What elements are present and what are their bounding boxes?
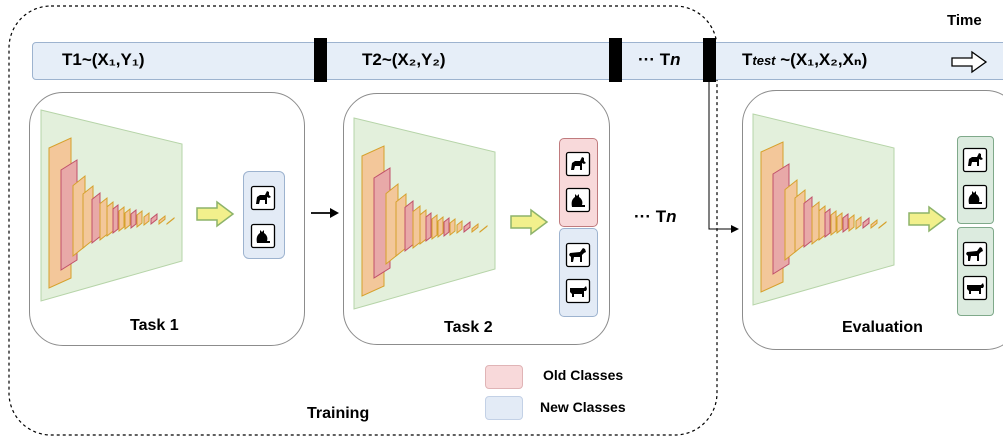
- feature-map-layer: [456, 219, 463, 235]
- feature-map-layer: [136, 209, 143, 229]
- evaluation-class-box-lower: [957, 227, 994, 316]
- timeline-separator-3: [703, 38, 716, 82]
- timeline-t2-label: T2~(X₂,Y₂): [362, 50, 446, 69]
- task2-dog-icon: [565, 151, 591, 177]
- training-label: Training: [307, 405, 370, 422]
- feature-map-layer: [404, 199, 414, 253]
- tn-italic: n: [670, 50, 681, 69]
- feature-map-layer: [848, 213, 855, 233]
- task2-cow-icon: [565, 278, 591, 304]
- ttest-suffix: ~(X₁,X₂,Xₙ): [780, 50, 868, 69]
- feature-map-layer: [878, 220, 887, 230]
- feature-map-layer: [855, 215, 862, 231]
- feature-map-layer: [99, 196, 108, 242]
- ttest-letter: T: [742, 50, 753, 69]
- feature-map-layer: [158, 214, 166, 226]
- feature-map-layer: [471, 222, 479, 234]
- task2-network-icon: [353, 117, 496, 310]
- evaluation-network-icon: [752, 113, 895, 306]
- evaluation-arrow-icon: [908, 205, 947, 233]
- feature-map-layer: [862, 216, 870, 230]
- timeline-t1-label: T1~(X₁,Y₁): [62, 50, 145, 69]
- evaluation-cow-icon: [962, 275, 988, 301]
- task1-network-icon: [40, 109, 183, 302]
- task1-label: Task 1: [130, 317, 179, 334]
- ttest-subscript: test: [752, 53, 776, 68]
- task2-cat-icon: [565, 187, 591, 213]
- feature-map-layer: [425, 211, 432, 243]
- timeline-separator-2: [609, 38, 622, 82]
- timeline-tn-label: ··· Tn: [638, 50, 681, 70]
- between-tn-italic: n: [666, 207, 677, 226]
- between-tn-label: ··· Tn: [634, 207, 677, 227]
- between-tn-letter: T: [655, 207, 667, 226]
- evaluation-label: Evaluation: [842, 319, 923, 336]
- task2-label: Task 2: [444, 319, 493, 336]
- time-arrow-icon: [951, 50, 988, 74]
- feature-map-layer: [830, 209, 837, 237]
- feature-map-layer: [479, 224, 488, 234]
- tn-letter: T: [659, 50, 671, 69]
- task2-new-class-box: [559, 228, 598, 317]
- feature-map-layer: [811, 200, 820, 246]
- feature-map-layer: [143, 211, 150, 227]
- task1-arrow-icon: [196, 200, 235, 228]
- feature-map-layer: [842, 212, 849, 234]
- feature-map-layer: [118, 205, 125, 233]
- tn-ellipsis: ···: [638, 50, 655, 69]
- between-ellipsis: ···: [634, 207, 651, 226]
- legend-old-label: Old Classes: [543, 367, 624, 383]
- timeline-ttest-label: Ttest ~(X₁,X₂,Xₙ): [742, 50, 867, 70]
- feature-map-layer: [449, 217, 456, 237]
- feature-map-layer: [431, 213, 438, 241]
- feature-map-layer: [443, 216, 450, 238]
- feature-map-layer: [824, 207, 831, 239]
- evaluation-cat-icon: [962, 184, 988, 210]
- task1-cat-icon: [250, 223, 276, 249]
- feature-map-layer: [818, 204, 826, 242]
- feature-map-layer: [91, 191, 101, 245]
- task2-arrow-icon: [510, 208, 549, 236]
- legend-new-swatch: [485, 396, 523, 420]
- feature-map-layer: [124, 207, 131, 231]
- feature-map-layer: [803, 195, 813, 249]
- legend-new-label: New Classes: [540, 399, 626, 415]
- feature-map-layer: [130, 208, 137, 230]
- feature-map-layer: [166, 216, 175, 226]
- task2-horse-icon: [565, 242, 591, 268]
- feature-map-layer: [150, 212, 158, 226]
- feature-map-layer: [836, 211, 843, 235]
- feature-map-layer: [870, 218, 878, 230]
- feature-map-layer: [419, 208, 427, 246]
- evaluation-dog-icon: [962, 147, 988, 173]
- feature-map-layer: [112, 203, 119, 235]
- feature-map-layer: [437, 215, 444, 239]
- evaluation-horse-icon: [962, 241, 988, 267]
- task1-dog-icon: [250, 185, 276, 211]
- feature-map-layer: [106, 200, 114, 238]
- legend-old-swatch: [485, 365, 523, 389]
- timeline-separator-1: [314, 38, 327, 82]
- time-label: Time: [947, 12, 982, 29]
- task-transition-arrow: [311, 208, 339, 218]
- feature-map-layer: [412, 204, 421, 250]
- feature-map-layer: [463, 220, 471, 234]
- timeline-bar: [32, 42, 1003, 80]
